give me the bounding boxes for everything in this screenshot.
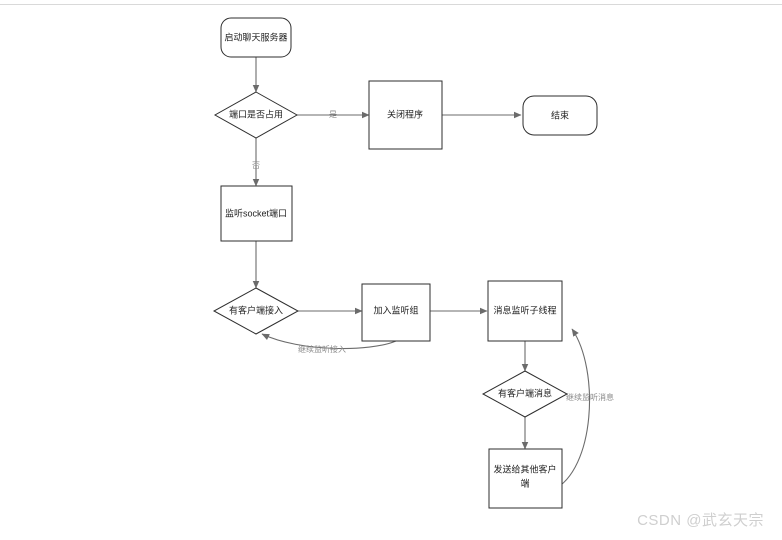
node-msg-thread-label: 消息监听子线程 — [493, 304, 556, 315]
node-send-others[interactable] — [488, 448, 563, 509]
node-join-group[interactable] — [361, 283, 431, 342]
top-divider — [0, 4, 782, 5]
edge-join-group-back-to-client-conn — [261, 333, 397, 350]
node-send-others-label-line1: 发送给其他客户 — [493, 463, 556, 474]
csdn-watermark: CSDN @武玄天宗 — [637, 512, 764, 529]
node-start[interactable] — [220, 17, 292, 58]
node-client-conn-label: 有客户端接入 — [229, 304, 283, 315]
node-join-group-label: 加入监听组 — [373, 304, 418, 315]
node-start-label: 启动聊天服务器 — [224, 31, 287, 42]
node-listen-socket-label: 监听socket端口 — [225, 207, 287, 218]
edge-label-no: 否 — [252, 161, 260, 170]
node-end-label: 结束 — [551, 109, 569, 120]
node-has-msg-label: 有客户端消息 — [498, 387, 552, 398]
edge-label-keep-listening-messages: 继续监听消息 — [566, 392, 614, 402]
edge-label-yes: 是 — [329, 110, 337, 119]
node-msg-thread[interactable] — [487, 280, 563, 342]
node-close-program[interactable] — [368, 80, 443, 150]
edge-label-keep-listening-connections: 继续监听接入 — [298, 344, 346, 354]
node-send-others-label-line2: 端 — [520, 477, 529, 488]
node-port-check[interactable] — [213, 91, 299, 139]
node-listen-socket[interactable] — [220, 185, 293, 242]
node-port-check-label: 端口是否占用 — [229, 108, 283, 119]
node-end[interactable] — [522, 95, 598, 136]
node-close-program-label: 关闭程序 — [387, 108, 423, 119]
node-client-conn[interactable] — [212, 287, 300, 335]
edge-send-others-back-to-msg-thread — [552, 328, 591, 491]
node-has-msg[interactable] — [481, 370, 569, 418]
